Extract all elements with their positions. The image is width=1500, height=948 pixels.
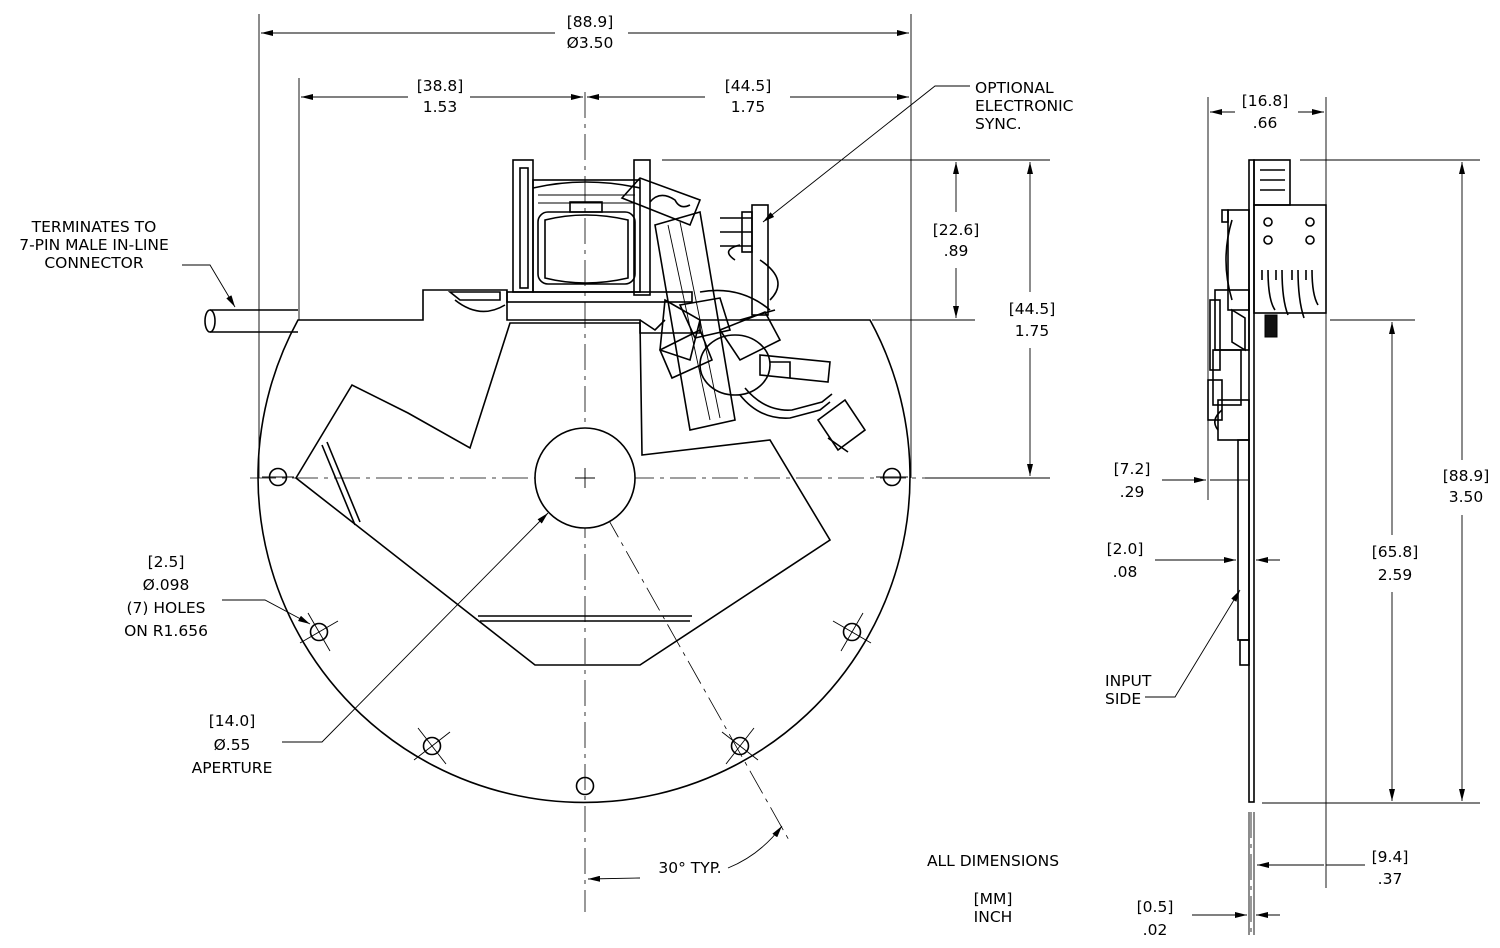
dim-left-mm: [38.8] <box>417 77 464 95</box>
mounting-hole <box>842 622 862 642</box>
angle-label: 30° TYP. <box>658 859 721 877</box>
front-view: [88.9] Ø3.50 [38.8] 1.53 [44.5] 1.75 [22… <box>19 13 1073 912</box>
side-width-inch: .66 <box>1253 114 1278 132</box>
note-aperture: [14.0] Ø.55 APERTURE <box>192 512 549 777</box>
actuator-assembly <box>506 159 867 453</box>
side-blade-inch: .02 <box>1143 921 1168 939</box>
dim-center-mm: [44.5] <box>1009 300 1056 318</box>
holes-mm: [2.5] <box>148 553 185 571</box>
dim-side-lower-height: [65.8] 2.59 <box>1330 319 1419 801</box>
dim-right-inch: 1.75 <box>731 98 766 116</box>
input-note-line2: SIDE <box>1105 690 1141 708</box>
dim-overall-diameter: [88.9] Ø3.50 <box>258 13 912 478</box>
dim-overall-inch: Ø3.50 <box>567 34 614 52</box>
dim-left-inch: 1.53 <box>423 98 458 116</box>
dim-right-offset: [44.5] 1.75 <box>587 77 909 116</box>
units-note-mm: [MM] <box>974 890 1013 908</box>
units-note-line1: ALL DIMENSIONS <box>927 852 1059 870</box>
dim-side-width: [16.8] .66 <box>1207 92 1327 888</box>
holes-count: (7) HOLES <box>126 599 205 617</box>
dim-right-mm: [44.5] <box>725 77 772 95</box>
dim-top-height: [22.6] .89 <box>662 159 1050 321</box>
side-offset-b-mm: [2.0] <box>1107 540 1144 558</box>
mounting-hole <box>422 736 442 756</box>
aperture-inch: Ø.55 <box>214 736 251 754</box>
dim-side-total-height: [88.9] 3.50 <box>1262 159 1490 804</box>
dim-center-height: [44.5] 1.75 <box>925 162 1056 479</box>
mounting-holes <box>262 467 908 796</box>
cable-note-line2: 7-PIN MALE IN-LINE <box>19 236 169 254</box>
units-note-inch: INCH <box>974 908 1013 926</box>
side-lower-mm: [65.8] <box>1372 543 1419 561</box>
dim-side-blade: [0.5] .02 <box>1137 898 1280 939</box>
dim-side-offset-a: [7.2] .29 <box>1114 160 1248 501</box>
aperture-mm: [14.0] <box>209 712 256 730</box>
side-lower-inch: 2.59 <box>1378 566 1413 584</box>
blade-edge-left-2 <box>326 441 361 523</box>
note-input-side: INPUT SIDE <box>1105 589 1241 708</box>
side-total-inch: 3.50 <box>1449 488 1484 506</box>
side-width-mm: [16.8] <box>1242 92 1289 110</box>
cable <box>204 291 506 333</box>
mounting-hole <box>730 736 750 756</box>
note-holes: [2.5] Ø.098 (7) HOLES ON R1.656 <box>124 553 311 640</box>
shutter-body-outline <box>257 289 911 804</box>
side-total-mm: [88.9] <box>1443 467 1490 485</box>
dim-angle: 30° TYP. <box>587 825 783 882</box>
sync-note-line2: ELECTRONIC <box>975 97 1073 115</box>
note-sync: OPTIONAL ELECTRONIC SYNC. <box>762 79 1073 223</box>
sync-note-line3: SYNC. <box>975 115 1022 133</box>
dim-side-depth: [9.4] .37 <box>1257 848 1408 888</box>
input-note-line1: INPUT <box>1105 672 1152 690</box>
dim-top-inch: .89 <box>944 242 969 260</box>
holes-inch: Ø.098 <box>143 576 190 594</box>
side-offset-a-inch: .29 <box>1120 483 1145 501</box>
dim-top-mm: [22.6] <box>933 221 980 239</box>
mounting-hole <box>309 622 329 642</box>
side-depth-mm: [9.4] <box>1372 848 1409 866</box>
side-offset-b-inch: .08 <box>1113 563 1138 581</box>
sync-note-line1: OPTIONAL <box>975 79 1054 97</box>
dim-left-offset: [38.8] 1.53 <box>298 77 583 320</box>
blade-edge-left-1 <box>321 444 356 526</box>
side-blade-mm: [0.5] <box>1137 898 1174 916</box>
units-note: ALL DIMENSIONS [MM] INCH <box>927 852 1059 926</box>
aperture-label: APERTURE <box>192 759 273 777</box>
holes-radius: ON R1.656 <box>124 622 208 640</box>
dim-overall-mm: [88.9] <box>567 13 614 31</box>
blade-assembly <box>294 322 832 666</box>
side-offset-a-mm: [7.2] <box>1114 460 1151 478</box>
cable-note-line3: CONNECTOR <box>44 254 143 272</box>
side-depth-inch: .37 <box>1378 870 1403 888</box>
dim-center-inch: 1.75 <box>1015 322 1050 340</box>
dim-side-offset-b: [2.0] .08 <box>1107 540 1280 581</box>
side-view: [16.8] .66 [88.9] 3.50 [65.8] 2.59 [7.2]… <box>1105 92 1489 939</box>
cable-note-line1: TERMINATES TO <box>31 218 157 236</box>
angle-centerline <box>584 477 791 843</box>
mounting-hole <box>575 776 595 796</box>
note-cable: TERMINATES TO 7-PIN MALE IN-LINE CONNECT… <box>19 218 236 308</box>
